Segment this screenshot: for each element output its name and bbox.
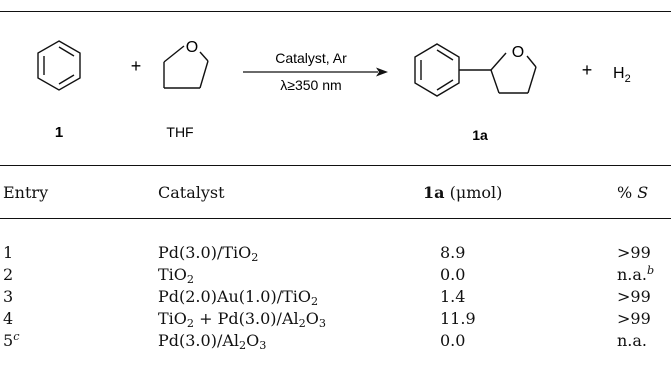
table-top-rule (0, 11, 671, 12)
row-catalyst: TiO2 + Pd(3.0)/Al2O3 (158, 309, 326, 331)
product-label: 1a (472, 127, 488, 143)
conditions-bottom: λ≥350 nm (280, 77, 341, 93)
row-entry: 1 (3, 243, 14, 262)
header-entry: Entry (3, 183, 49, 202)
table-row: 2 TiO2 0.0 n.a.b (0, 263, 671, 287)
header-catalyst: Catalyst (158, 183, 225, 202)
row-amount: 0.0 (440, 265, 466, 284)
scheme-bottom-rule (0, 165, 671, 166)
row-entry: 2 (3, 265, 14, 284)
product-oxygen: O (512, 44, 524, 61)
table-header-row: Entry Catalyst 1a (μmol) % S (0, 181, 671, 205)
row-entry: 3 (3, 287, 14, 306)
table-row: 1 Pd(3.0)/TiO2 8.9 >99 (0, 241, 671, 265)
conditions-top: Catalyst, Ar (275, 50, 347, 66)
reactant2-label: THF (166, 124, 193, 140)
thf-oxygen: O (186, 39, 198, 56)
row-amount: 8.9 (440, 243, 466, 262)
reaction-arrow (243, 67, 388, 77)
reaction-scheme: 1 + O THF Catalyst, Ar λ≥350 nm O 1a + H… (37, 39, 631, 143)
thf-structure (163, 45, 209, 89)
benzene-structure (37, 40, 81, 91)
row-catalyst: Pd(3.0)/TiO2 (158, 243, 259, 265)
header-selectivity: % S (617, 183, 649, 202)
table-row: 3 Pd(2.0)Au(1.0)/TiO2 1.4 >99 (0, 285, 671, 309)
hydrogen-product: H2 (613, 65, 631, 85)
row-selectivity: >99 (617, 287, 651, 306)
plus-sign-2: + (582, 60, 593, 80)
row-selectivity: >99 (617, 243, 651, 262)
row-catalyst: Pd(2.0)Au(1.0)/TiO2 (158, 287, 319, 309)
row-selectivity: n.a.b (617, 263, 655, 284)
row-amount: 11.9 (440, 309, 476, 328)
row-catalyst: TiO2 (158, 265, 195, 287)
row-selectivity: n.a. (617, 331, 648, 350)
row-entry: 5c (3, 329, 20, 350)
reactant1-label: 1 (55, 124, 63, 141)
row-selectivity: >99 (617, 309, 651, 328)
header-bottom-rule (0, 218, 671, 219)
table-row: 5c Pd(3.0)/Al2O3 0.0 n.a. (0, 329, 671, 353)
row-entry: 4 (3, 309, 14, 328)
row-amount: 1.4 (440, 287, 466, 306)
header-amount: 1a (μmol) (423, 183, 503, 202)
product-structure (414, 43, 537, 97)
table-row: 4 TiO2 + Pd(3.0)/Al2O3 11.9 >99 (0, 307, 671, 331)
row-amount: 0.0 (440, 331, 466, 350)
row-catalyst: Pd(3.0)/Al2O3 (158, 331, 267, 353)
plus-sign-1: + (131, 56, 142, 76)
